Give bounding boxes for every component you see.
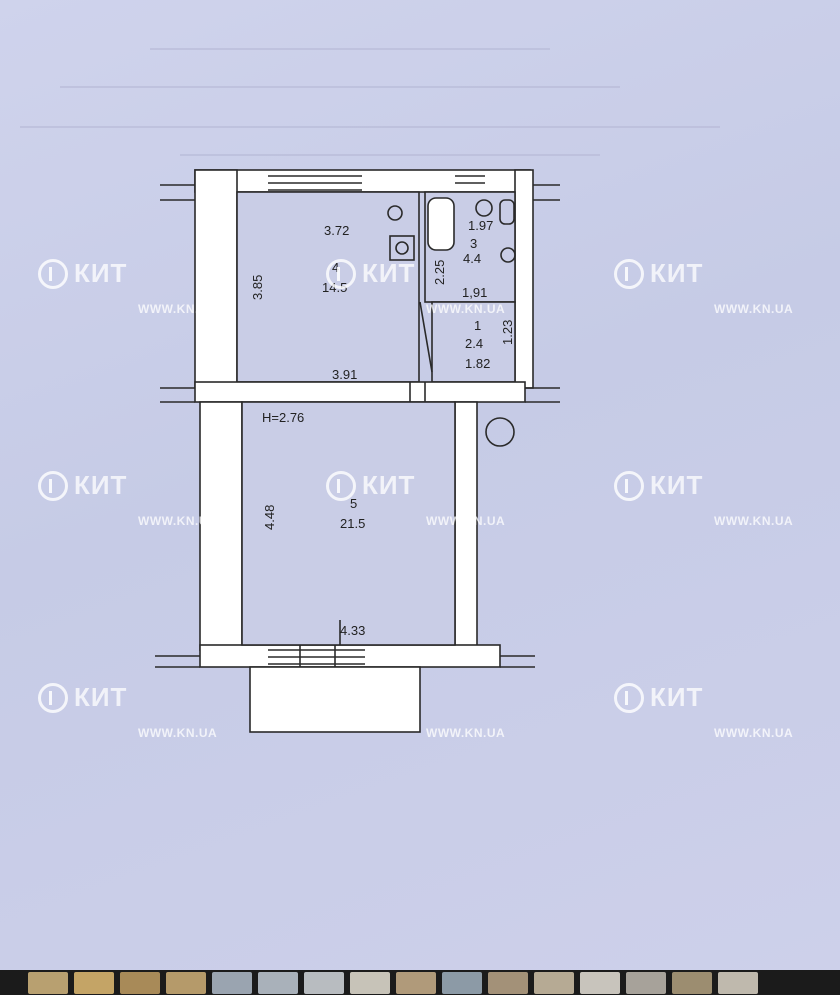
thumbnail[interactable]	[396, 971, 436, 994]
watermark-url: WWW.KN.UA	[426, 726, 506, 740]
thumbnail[interactable]	[28, 971, 68, 994]
watermark-logo: КИТ	[38, 470, 127, 501]
wall-left-lower	[199, 401, 243, 651]
toilet	[499, 199, 515, 225]
watermark-url: WWW.KN.UA	[426, 302, 506, 316]
wall-left-upper	[194, 169, 238, 389]
watermark-url: WWW.KN.UA	[138, 726, 218, 740]
room-1-dim-bottom: 1.82	[465, 356, 490, 371]
room-3-dim-top: 1.97	[468, 218, 493, 233]
thumbnail[interactable]	[442, 971, 482, 994]
watermark-logo: КИТ	[326, 470, 415, 501]
thumbnail[interactable]	[212, 971, 252, 994]
thumbnail[interactable]	[488, 971, 528, 994]
thumbnail[interactable]	[718, 971, 758, 994]
faded-text-line	[150, 30, 550, 50]
watermark-url: WWW.KN.UA	[138, 514, 218, 528]
room-4-dim-top: 3.72	[324, 223, 349, 238]
room-5-area: 21.5	[340, 516, 365, 531]
thumbnail[interactable]	[672, 971, 712, 994]
faded-text-line	[20, 108, 720, 128]
thumbnail[interactable]	[350, 971, 390, 994]
watermark-logo: КИТ	[38, 682, 127, 713]
washbasin	[475, 199, 493, 217]
thumbnail-strip	[0, 970, 840, 995]
watermark-logo: КИТ	[326, 682, 415, 713]
watermark-logo: КИТ	[38, 258, 127, 289]
room-4-dim-bottom: 3.91	[332, 367, 357, 382]
thumbnail[interactable]	[626, 971, 666, 994]
boiler	[500, 247, 516, 263]
room-5-dim-bottom: 4.33	[340, 623, 365, 638]
gas-meter	[485, 417, 515, 447]
watermark-logo: КИТ	[614, 682, 703, 713]
room-4-floor	[236, 191, 420, 383]
ceiling-height: H=2.76	[262, 410, 304, 425]
room-1-number: 1	[474, 318, 481, 333]
thumbnail[interactable]	[580, 971, 620, 994]
thumbnail[interactable]	[534, 971, 574, 994]
watermark-url: WWW.KN.UA	[714, 514, 794, 528]
kitchen-sink	[387, 205, 403, 221]
room-3-dim-side: 2.25	[432, 260, 447, 285]
thumbnail[interactable]	[166, 971, 206, 994]
wall-right-upper	[514, 169, 534, 389]
watermark-url: WWW.KN.UA	[138, 302, 218, 316]
room-5-dim-side: 4.48	[262, 505, 277, 530]
room-3-area: 4.4	[463, 251, 481, 266]
thumbnail[interactable]	[74, 971, 114, 994]
room-5-floor	[241, 401, 456, 646]
thumbnail[interactable]	[120, 971, 160, 994]
watermark-logo: КИТ	[614, 258, 703, 289]
bathtub	[427, 197, 455, 251]
wall-top	[194, 169, 531, 193]
wall-middle	[194, 381, 526, 403]
watermark-logo: КИТ	[614, 470, 703, 501]
room-5-number: 5	[350, 496, 357, 511]
room-1-area: 2.4	[465, 336, 483, 351]
room-3-number: 3	[470, 236, 477, 251]
room-4-dim-side: 3.85	[250, 275, 265, 300]
room-1-floor	[431, 301, 516, 383]
watermark-logo: КИТ	[326, 258, 415, 289]
faded-text-line	[60, 68, 620, 88]
watermark-url: WWW.KN.UA	[426, 514, 506, 528]
faded-text-line	[180, 138, 600, 156]
watermark-url: WWW.KN.UA	[714, 302, 794, 316]
stove	[389, 235, 415, 261]
watermark-url: WWW.KN.UA	[714, 726, 794, 740]
room-3-dim-bottom: 1,91	[462, 285, 487, 300]
thumbnail[interactable]	[258, 971, 298, 994]
room-1-dim-side: 1.23	[500, 320, 515, 345]
thumbnail[interactable]	[304, 971, 344, 994]
